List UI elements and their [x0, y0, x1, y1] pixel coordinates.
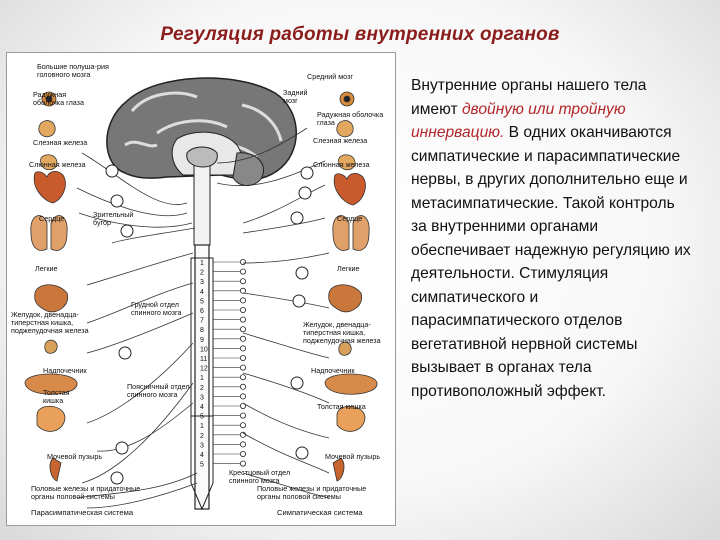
segment-number: 2	[200, 385, 204, 392]
label-visual-hillock: Зрительный бугор	[93, 211, 137, 227]
segment-number: 4	[200, 404, 204, 411]
chain-ganglion	[240, 307, 245, 312]
segment-number: 1	[200, 260, 204, 267]
segment-number: 4	[200, 452, 204, 459]
label-lumbar: Поясничный отдел спинного мозга	[127, 383, 197, 399]
chain-ganglion	[240, 317, 245, 322]
main-text: Внутренние органы нашего тела имеют двой…	[411, 74, 691, 403]
label-stomach-left: Желудок, двенадца-типерстная кишка, подж…	[11, 311, 109, 335]
segment-number: 2	[200, 270, 204, 277]
chain-ganglion	[240, 327, 245, 332]
label-lungs-right: Легкие	[337, 265, 377, 273]
label-bladder-right: Мочевой пузырь	[325, 453, 381, 461]
label-adrenal-left: Надпочечник	[43, 367, 107, 375]
segment-number: 5	[200, 298, 204, 305]
label-lacrimal-right: Слезная железа	[313, 137, 385, 145]
label-sympathetic: Симпатическая система	[277, 509, 387, 517]
chain-ganglion	[240, 365, 245, 370]
segment-number: 1	[200, 375, 204, 382]
segment-number: 3	[200, 394, 204, 401]
label-thoracic: Грудной отдел спинного мозга	[131, 301, 193, 317]
label-colon-left: Толстая кишка	[43, 389, 89, 405]
label-hindbrain: Задний мозг	[283, 89, 323, 105]
chain-ganglion	[240, 394, 245, 399]
segment-number: 6	[200, 308, 204, 315]
chain-ganglion	[240, 355, 245, 360]
chain-ganglion	[240, 423, 245, 428]
chain-ganglion	[240, 336, 245, 341]
segment-number: 1	[200, 423, 204, 430]
label-parasympathetic: Парасимпатическая система	[31, 509, 171, 517]
chain-ganglion	[240, 384, 245, 389]
label-genital-right: Половые железы и придаточные органы поло…	[257, 485, 389, 501]
label-stomach-right: Желудок, двенадца-типерстная кишка, подж…	[303, 321, 393, 345]
segment-number: 5	[200, 414, 204, 421]
segment-number: 7	[200, 318, 204, 325]
chain-ganglion	[240, 442, 245, 447]
segment-number: 4	[200, 289, 204, 296]
label-iris-right: Радужная оболочка глаза	[317, 111, 389, 127]
label-salivary-left: Слюнная железа	[29, 161, 99, 169]
segment-number: 10	[200, 346, 208, 353]
label-iris-left: Радужная оболочка глаза	[33, 91, 89, 107]
chain-ganglion	[240, 375, 245, 380]
organs-left	[25, 92, 77, 481]
label-adrenal-right: Надпочечник	[311, 367, 375, 375]
label-midbrain: Средний мозг	[307, 73, 377, 81]
chain-ganglion	[240, 346, 245, 351]
label-bladder-left: Мочевой пузырь	[47, 453, 107, 461]
chain-ganglion	[240, 288, 245, 293]
text-part-2: В одних оканчиваются симпатические и пар…	[411, 124, 691, 400]
segment-number: 3	[200, 279, 204, 286]
label-hemispheres: Большие полуша-рия головного мозга	[37, 63, 109, 79]
label-lungs-left: Легкие	[35, 265, 75, 273]
chain-ganglion	[240, 451, 245, 456]
label-colon-right: Толстая кишка	[317, 403, 387, 411]
chain-ganglion	[240, 279, 245, 284]
chain-ganglion	[240, 259, 245, 264]
label-salivary-right: Слюнная железа	[313, 161, 385, 169]
label-lacrimal-left: Слезная железа	[33, 139, 103, 147]
segment-number: 5	[200, 462, 204, 469]
slide-title: Регуляция работы внутренних органов	[0, 24, 720, 46]
chain-ganglion	[240, 413, 245, 418]
chain-ganglion	[240, 269, 245, 274]
organs-right	[325, 92, 377, 481]
segment-number: 12	[200, 366, 208, 373]
chain-ganglion	[240, 298, 245, 303]
segment-number: 11	[200, 356, 207, 363]
chain-ganglion	[240, 432, 245, 437]
label-heart-left: Сердце	[39, 215, 79, 223]
segment-number: 8	[200, 327, 204, 334]
label-heart-right: Сердце	[337, 215, 377, 223]
chain-ganglion	[240, 461, 245, 466]
label-sacral: Крестцовый отдел спинного мозга	[229, 469, 291, 485]
segment-number: 9	[200, 337, 204, 344]
segment-number: 3	[200, 442, 204, 449]
segment-number: 2	[200, 433, 204, 440]
label-genital-left: Половые железы и придаточные органы поло…	[31, 485, 161, 501]
sympathetic-chain	[213, 259, 246, 466]
